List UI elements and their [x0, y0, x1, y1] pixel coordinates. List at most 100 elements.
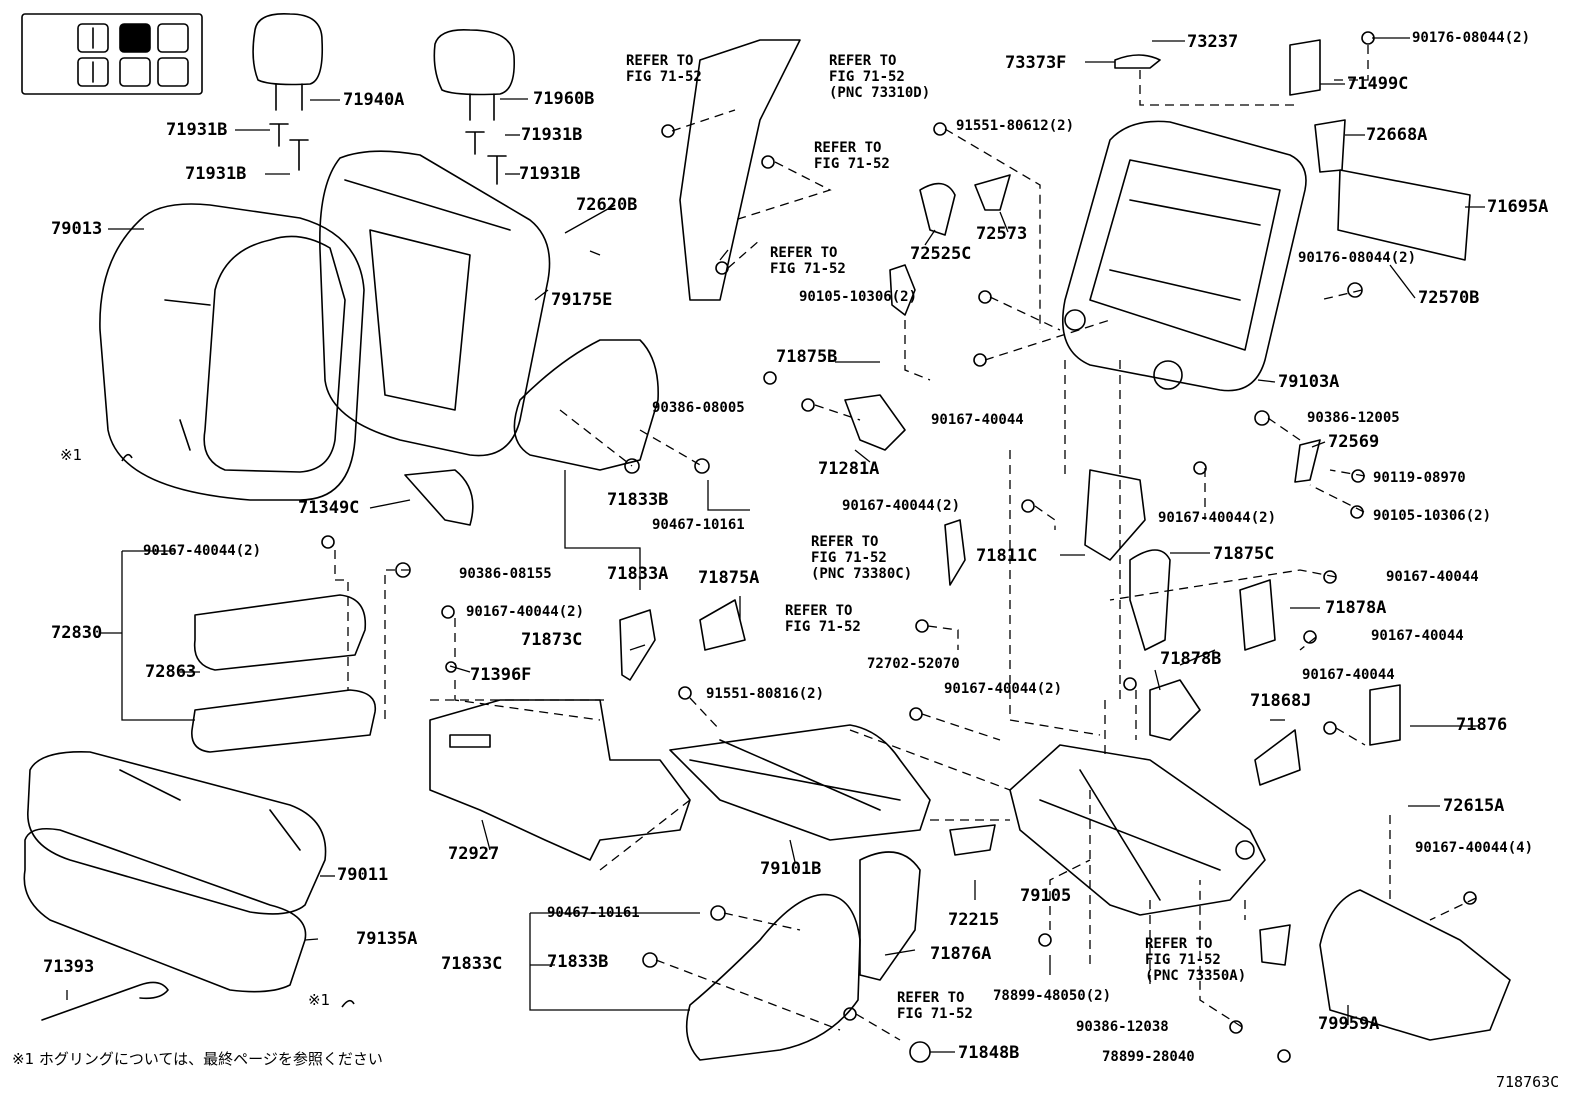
seatback-cover-79175e-drawing [319, 150, 551, 457]
part-label: 71931B [521, 125, 583, 145]
part-label: 78899-48050(2) [993, 988, 1112, 1004]
part-label: 71349C [298, 498, 360, 518]
part-label: 90386-08005 [652, 400, 745, 416]
seatback-frame-79103a-drawing [1062, 120, 1307, 392]
seat-cushion-pad-79135a-drawing [23, 827, 307, 993]
part-label: 72620B [576, 195, 638, 215]
part-label: 71868J [1250, 691, 1312, 711]
fasteners [321, 31, 1477, 1063]
part-label: 79959A [1318, 1014, 1380, 1034]
hog-ring-marker: ※1 [308, 991, 331, 1009]
hog-ring-icon [121, 453, 133, 462]
part-label: 90386-12038 [1076, 1019, 1169, 1035]
cushion-frame-79101b-drawing [669, 724, 931, 841]
part-label: 79011 [337, 865, 389, 885]
part-label: 90119-08970 [1373, 470, 1466, 486]
panel-72927-drawing [429, 699, 691, 861]
part-label: 90167-40044(2) [143, 543, 262, 559]
part-label: 71875A [698, 568, 760, 588]
part-label: 90167-40044 [931, 412, 1024, 428]
part-label: 90467-10161 [652, 517, 745, 533]
headrest-guides [269, 123, 507, 185]
part-label: 71833C [441, 954, 503, 974]
part-label: 71833B [607, 490, 669, 510]
part-label: 72215 [948, 910, 1000, 930]
part-label: 90167-40044(2) [842, 498, 961, 514]
part-label: 71960B [533, 89, 595, 109]
seat-cushion-79011-drawing [27, 751, 327, 915]
part-label: 79175E [551, 290, 613, 310]
seat-position-icon [21, 13, 203, 95]
part-label: 72573 [976, 224, 1028, 244]
part-label: 71396F [470, 665, 532, 685]
part-label: 79101B [760, 859, 822, 879]
part-label: 71393 [43, 957, 95, 977]
part-label: 73373F [1005, 53, 1067, 73]
part-label: 72615A [1443, 796, 1505, 816]
part-label: 90167-40044(2) [1158, 510, 1277, 526]
part-label: 90386-12005 [1307, 410, 1400, 426]
part-label: 72863 [145, 662, 197, 682]
part-label: 71876A [930, 944, 992, 964]
part-label: 71833A [607, 564, 669, 584]
part-label: 71940A [343, 90, 405, 110]
part-label: 71873C [521, 630, 583, 650]
part-label: 71931B [166, 120, 228, 140]
side-cover-71833c-drawing [685, 893, 861, 1061]
part-label: 79103A [1278, 372, 1340, 392]
wire-71393-drawing [41, 981, 169, 1021]
part-label: 73237 [1187, 32, 1239, 52]
part-label: 90167-40044(2) [466, 604, 585, 620]
part-label: 71281A [818, 459, 880, 479]
part-label: 71833B [547, 952, 609, 972]
figure-id: 718763C [1496, 1073, 1560, 1091]
part-label: 71931B [185, 164, 247, 184]
cover-79959a-drawing [1319, 889, 1511, 1041]
part-label: 78899-28040 [1102, 1049, 1195, 1065]
part-label: 72830 [51, 623, 103, 643]
part-label: 72570B [1418, 288, 1480, 308]
part-label: 71811C [976, 546, 1038, 566]
part-label: 72525C [910, 244, 972, 264]
part-label: 79105 [1020, 886, 1072, 906]
hog-ring-marker: ※1 [60, 446, 83, 464]
part-label: 79013 [51, 219, 103, 239]
part-label: 91551-80816(2) [706, 686, 825, 702]
part-label: 90386-08155 [459, 566, 552, 582]
part-label: 90167-40044 [1302, 667, 1395, 683]
part-label: 72668A [1366, 125, 1428, 145]
part-label: 90167-40044 [1386, 569, 1479, 585]
part-label: 90167-40044 [1371, 628, 1464, 644]
part-label: 91551-80612(2) [956, 118, 1075, 134]
part-label: 90167-40044(4) [1415, 840, 1534, 856]
part-label: 90105-10306(2) [799, 289, 918, 305]
part-label: 72702-52070 [867, 656, 960, 672]
footnote: ※1 ホグリングについては、最終ページを参照ください [12, 1050, 383, 1068]
part-label: 71875B [776, 347, 838, 367]
part-label: 71878A [1325, 598, 1387, 618]
part-label: 90467-10161 [547, 905, 640, 921]
part-label: 79135A [356, 929, 418, 949]
headrest-71960b-drawing [433, 28, 516, 121]
part-label: 90167-40044(2) [944, 681, 1063, 697]
seatback-cover-79013-drawing [99, 203, 365, 501]
part-label: 71499C [1347, 74, 1409, 94]
part-label: 72927 [448, 844, 500, 864]
headrest-71940a-drawing [252, 13, 324, 111]
small-brackets [404, 39, 1471, 981]
armrest-72830-drawing [191, 594, 377, 753]
part-label: 90176-08044(2) [1412, 30, 1531, 46]
part-label: 71931B [519, 164, 581, 184]
part-label: 71848B [958, 1043, 1020, 1063]
part-label: 71875C [1213, 544, 1275, 564]
